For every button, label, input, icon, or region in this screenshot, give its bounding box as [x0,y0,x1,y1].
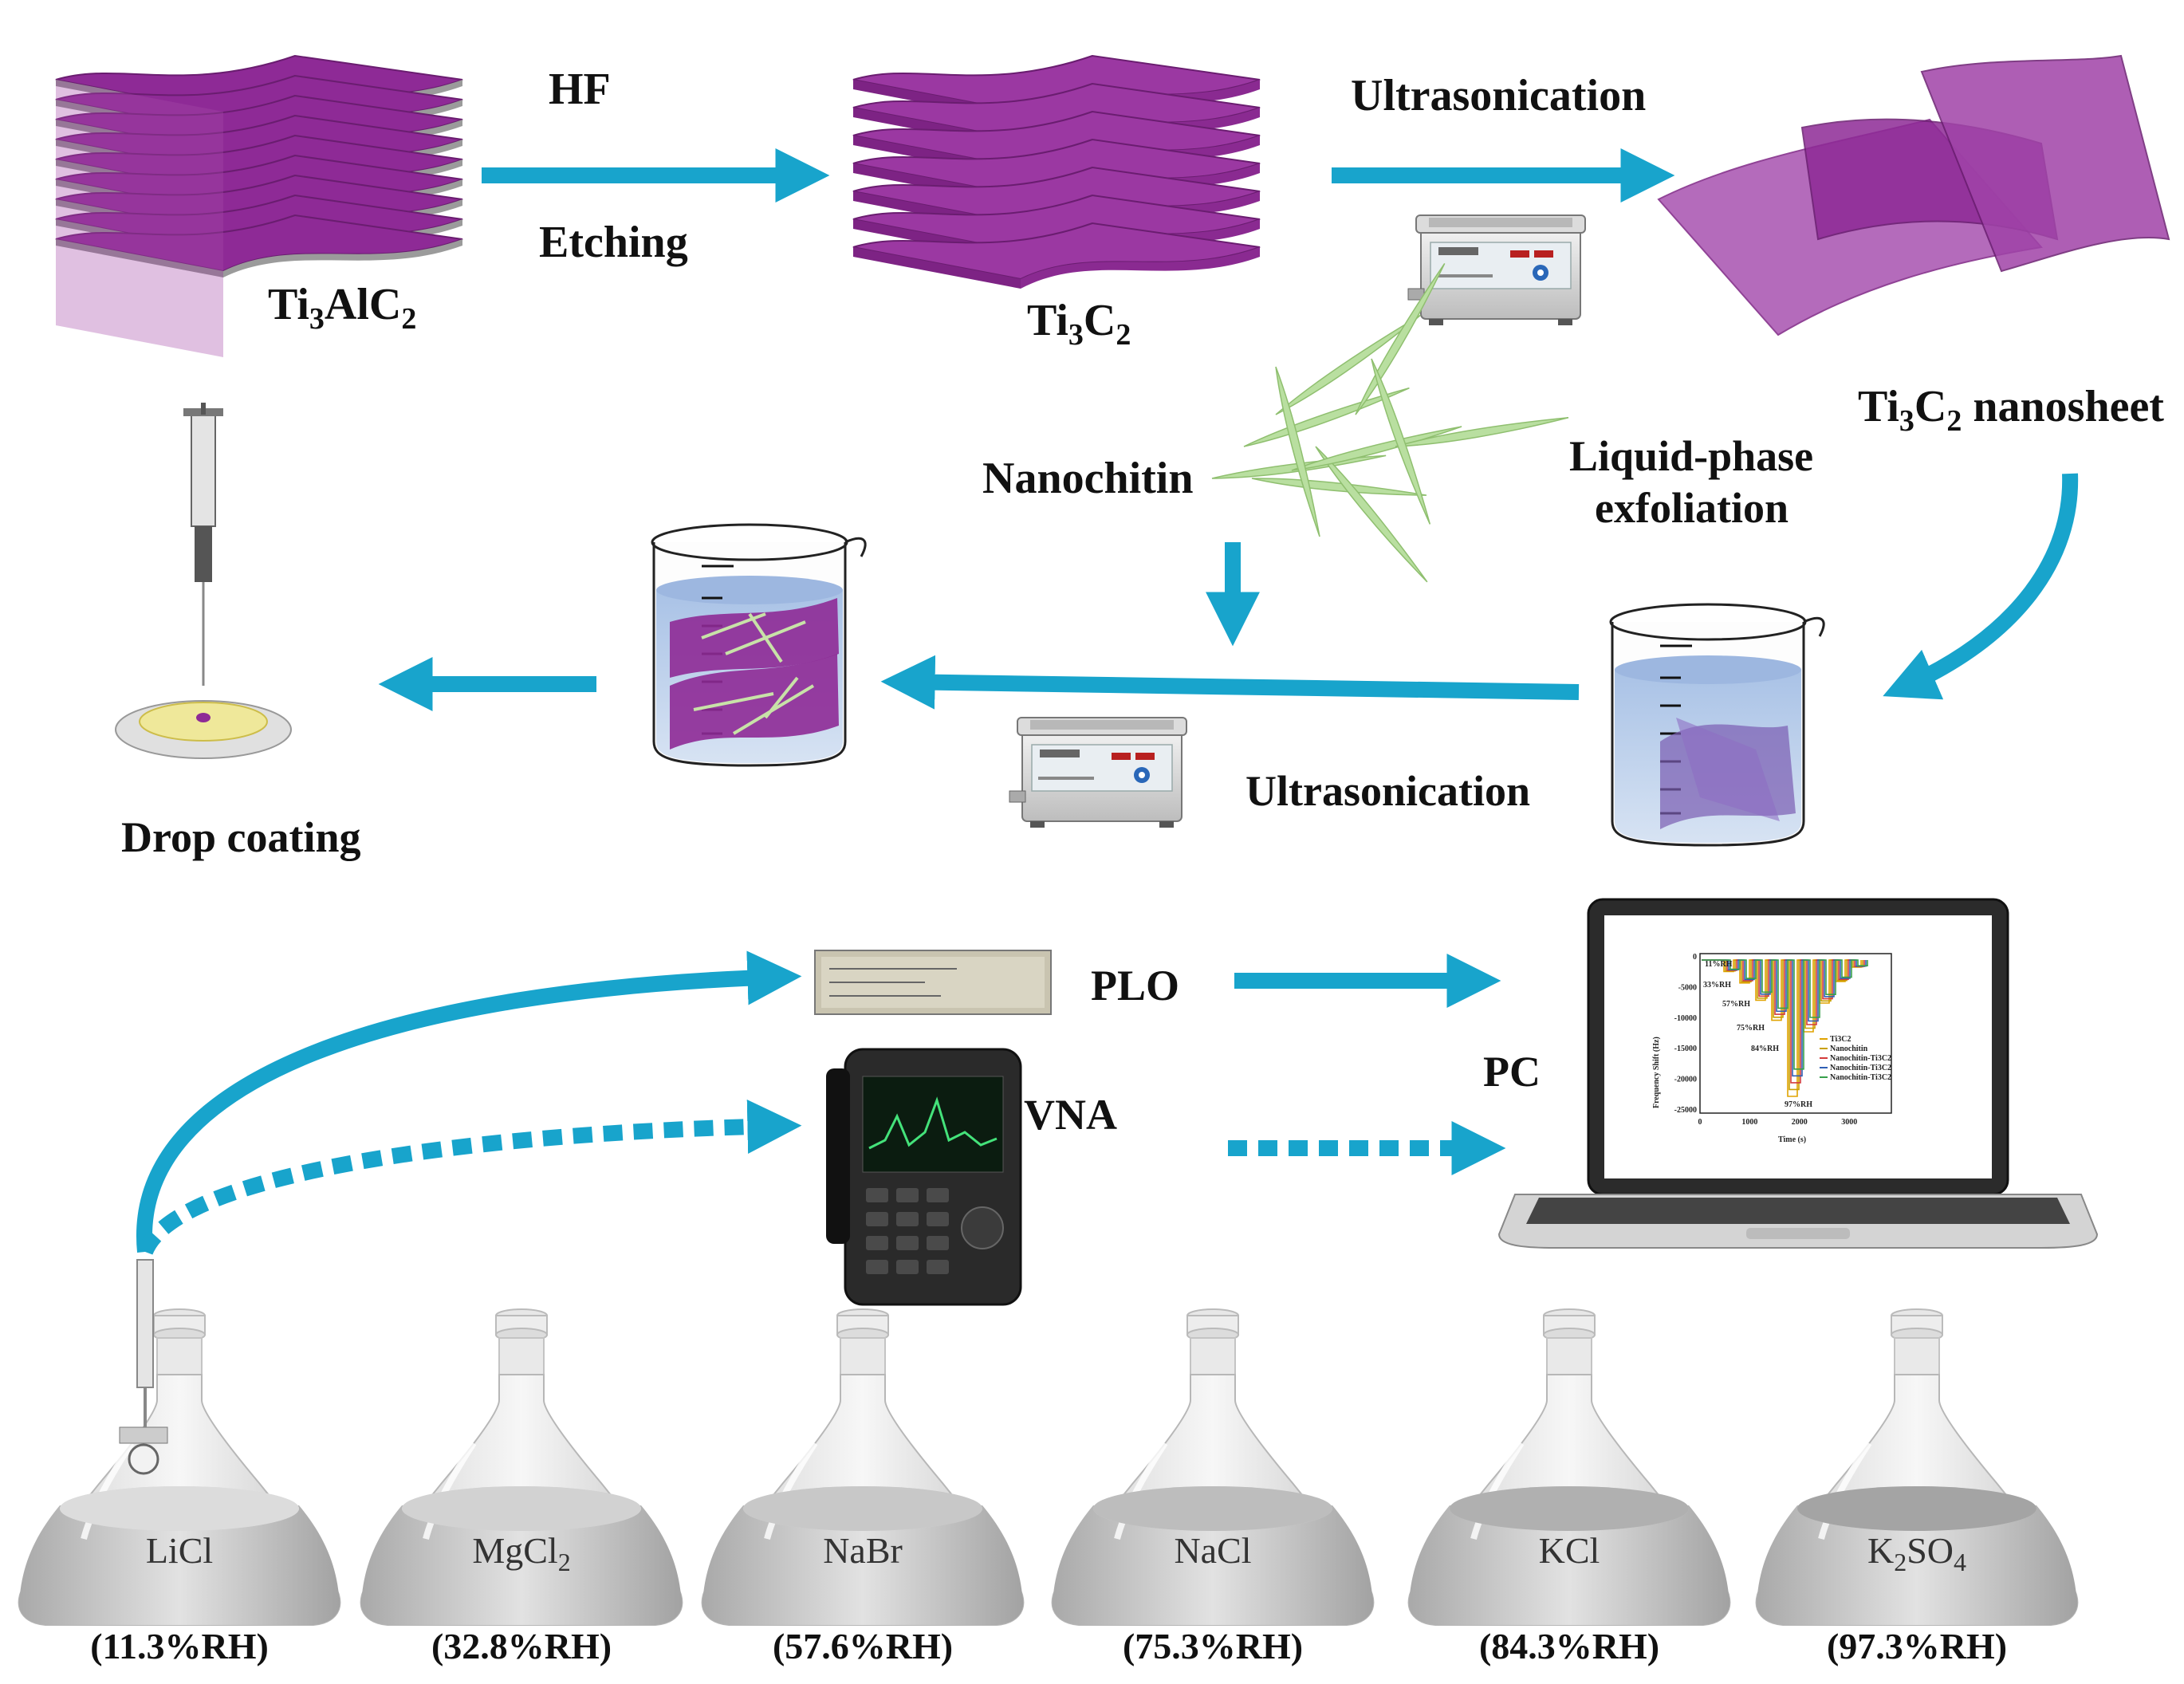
rh-label: (32.8%RH) [431,1626,612,1666]
salt-flask-4: NaCl (75.3%RH) [1053,1309,1374,1666]
pc-laptop-icon [1497,898,2099,1249]
chart-annotation: 97%RH [1785,1100,1812,1109]
rh-label: (97.3%RH) [1827,1626,2007,1666]
mid-ultrasonication-label: Ultrasonication [1245,767,1530,815]
nanosheet-to-beaker-arrow [1883,473,2079,700]
chart-annotation: 57%RH [1722,1000,1750,1009]
vna-label: VNA [1024,1091,1117,1139]
salt-solution-surface [60,1486,299,1531]
exfoliation-beaker-icon [1609,603,1825,847]
chart-series-line [1702,959,1868,1070]
salt-name: K [1867,1530,1894,1571]
rh-label: (75.3%RH) [1123,1626,1303,1666]
salt-name-label: NaCl [1174,1530,1251,1571]
hf-label: HF [549,65,611,114]
chart-annotation: 75%RH [1737,1024,1765,1033]
salt-sub: 2 [558,1548,571,1576]
chart-y-tick: -15000 [1674,1045,1697,1053]
rh-label: (57.6%RH) [773,1626,953,1666]
chart-y-tick: 0 [1693,953,1697,962]
top-ultrasonication-label: Ultrasonication [1351,71,1646,120]
salt-sub2: 4 [1954,1548,1966,1576]
ultrasonic-bath-icon [1407,214,1586,326]
sensor-probe-icon [119,1259,168,1475]
chart-y-label: Frequency Shift (Hz) [1652,1037,1661,1108]
nanosheet-icon [1657,54,2170,336]
salt-flask-1: LiCl (11.3%RH) [19,1309,340,1666]
flask-to-vna-arrow [137,1100,802,1256]
chart-legend-entry: Ti3C2 [1830,1035,1851,1044]
pc-label: PC [1483,1048,1541,1096]
salt-flask-5: KCl (84.3%RH) [1409,1309,1730,1666]
salt-tail: SO [1907,1530,1954,1571]
salt-solution-surface [1093,1486,1332,1531]
mix-arrow [880,655,1580,710]
syringe-icon [183,403,223,686]
salt-flask-3: NaBr (57.6%RH) [702,1309,1024,1666]
salt-solution-surface [402,1486,641,1531]
chart-legend-entry: Nanochitin-Ti3C2 [1830,1073,1891,1082]
salt-flask-2: MgCl2 (32.8%RH) [361,1309,683,1666]
chart-legend-entry: Nanochitin-Ti3C2 [1830,1064,1891,1072]
chart-x-tick: 3000 [1841,1118,1857,1127]
chart-x-label: Time (s) [1778,1135,1806,1144]
mixture-beaker-icon [651,523,867,767]
ti3alc2-stack-icon [55,54,463,357]
chart-x-tick: 0 [1698,1118,1702,1127]
rh-label: (84.3%RH) [1479,1626,1659,1666]
salt-name-label: LiCl [146,1530,213,1571]
ti3alc2-label: Ti3AlC2 [268,280,416,336]
nanochitin-label: Nanochitin [982,454,1194,503]
chart-series-line [1702,959,1863,1091]
salt-name: MgCl [472,1530,557,1571]
chart-y-tick: -5000 [1678,983,1697,992]
chart-legend-entry: Nanochitin [1830,1045,1868,1053]
salt-solution-surface [743,1486,982,1531]
chart-x-tick: 2000 [1792,1118,1808,1127]
salt-flask-6: K2SO4 (97.3%RH) [1757,1309,2078,1666]
salt-solution-surface [1797,1486,2036,1531]
salt-name: NaCl [1174,1530,1251,1571]
chart-annotation: 84%RH [1751,1045,1779,1053]
salt-name: LiCl [146,1530,213,1571]
etching-label: Etching [539,218,688,267]
salt-sub: 2 [1894,1548,1907,1576]
plo-label: PLO [1091,962,1179,1009]
rh-label: (11.3%RH) [90,1626,269,1666]
salt-solution-surface [1450,1486,1689,1531]
salt-name: NaBr [823,1530,903,1571]
salt-name-label: KCl [1539,1530,1600,1571]
substrate-icon [115,700,292,759]
salt-name-label: MgCl2 [472,1530,570,1576]
chart-y-tick: -10000 [1674,1014,1697,1023]
drop-coating-label: Drop coating [121,813,361,861]
chart-series-line [1702,959,1867,1077]
ti3c2-nanosheet-label: Ti3C2 nanosheet [1858,382,2164,438]
ultrasonic-bath-icon-2 [1009,717,1187,828]
chart-annotation: 33%RH [1703,981,1731,990]
exfoliation-label: exfoliation [1595,484,1789,532]
flask-to-plo-arrow [136,950,802,1253]
screen-chart: 0 1000 2000 3000 0 -5000 -10000 -15000 -20000 -25… [1652,953,1892,1144]
liquid-phase-label: Liquid-phase [1569,432,1813,480]
vna-device-icon [826,1048,1022,1306]
chart-y-tick: -25000 [1674,1106,1697,1115]
ti3c2-label: Ti3C2 [1027,296,1131,352]
chart-legend-entry: Nanochitin-Ti3C2 [1830,1054,1891,1063]
salt-name-label: NaBr [823,1530,903,1571]
plo-device-icon [814,950,1052,1015]
chart-y-tick: -20000 [1674,1076,1697,1084]
salt-name-label: K2SO4 [1867,1530,1966,1576]
salt-name: KCl [1539,1530,1600,1571]
chart-x-tick: 1000 [1741,1118,1757,1127]
chart-series-line [1702,959,1865,1084]
ti3c2-stack-icon [852,54,1261,289]
chart-annotation: 11%RH [1705,960,1733,969]
